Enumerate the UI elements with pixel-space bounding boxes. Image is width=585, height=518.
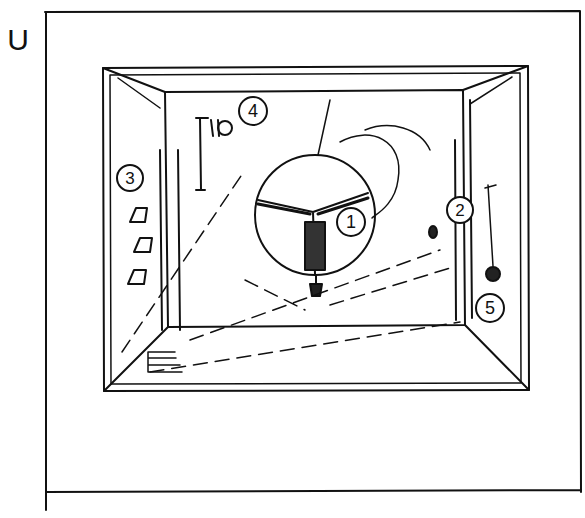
sphere: [255, 155, 375, 275]
callout-circle: [117, 165, 143, 191]
callout-number: 5: [485, 299, 495, 317]
room-trim: [110, 73, 521, 384]
room-opening: [103, 66, 529, 391]
callout-circle: [239, 97, 267, 125]
view-letter: U: [7, 25, 29, 55]
ceiling-beams: [118, 77, 512, 108]
wall-shapes: [128, 208, 152, 284]
callout-circle: [476, 294, 504, 322]
corner-lines: [103, 66, 529, 391]
swoop-curve-2: [365, 126, 430, 150]
standing-tool: [196, 118, 208, 190]
pillars: [160, 100, 472, 330]
tool-wheel: [218, 121, 232, 135]
small-stairs: [148, 352, 182, 372]
swoop-curve: [340, 135, 399, 218]
sphere-segments: [258, 193, 368, 274]
dashed-lines: [122, 170, 460, 372]
hanging-weight: [486, 267, 500, 281]
back-wall: [165, 90, 465, 327]
sphere-shading: [305, 222, 325, 270]
callout-number: 4: [248, 102, 258, 120]
item-marker: [429, 226, 437, 238]
callout-number: 2: [455, 202, 464, 219]
hanging-line: [485, 185, 496, 266]
callout-number: 1: [346, 213, 356, 231]
callout-circle: [337, 208, 365, 236]
callout-number: 3: [125, 170, 134, 187]
callout-circle: [447, 197, 473, 223]
frame-border: [45, 11, 581, 510]
sphere-cable: [318, 100, 330, 155]
